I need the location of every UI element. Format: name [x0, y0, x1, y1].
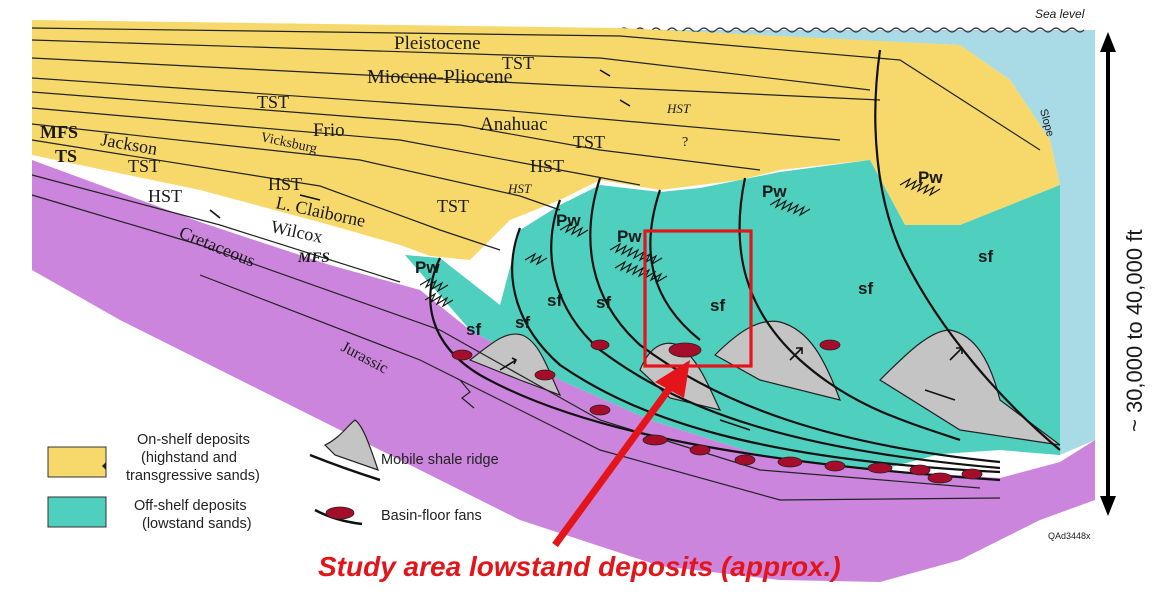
fan — [777, 456, 803, 468]
legend-swatch-on-shelf — [47, 446, 107, 478]
shale-ridge-1 — [468, 333, 562, 397]
tst-label-1: TST — [502, 53, 534, 73]
legend-shale-symbol — [309, 419, 381, 482]
legend-off-shelf-line2: (lowstand sands) — [142, 516, 252, 532]
study-area-arrow — [552, 360, 690, 548]
miocene-pliocene-label: Miocene-Pliocene — [367, 66, 513, 88]
legend-shale-label: Mobile shale ridge — [381, 452, 499, 468]
tst-label-3: TST — [573, 132, 605, 152]
pw-label-4: Pw — [762, 182, 787, 201]
fan — [824, 460, 846, 472]
pleistocene-label: Pleistocene — [394, 33, 481, 54]
fan — [451, 349, 473, 361]
legend-fan-symbol — [314, 506, 363, 526]
strata-lines — [31, 27, 1041, 501]
sf-label-3: sf — [547, 291, 562, 310]
sf-label-7: sf — [978, 247, 993, 266]
tst-label-5: TST — [437, 196, 469, 216]
fan — [819, 339, 841, 351]
legend-on-shelf-line2: (highstand and — [141, 450, 237, 466]
sf-label-4: sf — [596, 293, 611, 312]
fan — [668, 342, 702, 358]
tst-label-2: TST — [257, 92, 289, 112]
hst-label-5: HST — [148, 186, 182, 206]
sf-label-1: sf — [466, 320, 481, 339]
hst-label-4: HST — [507, 181, 532, 196]
fan — [642, 434, 668, 446]
depth-arrow — [1100, 32, 1116, 516]
tst-label-4: TST — [128, 156, 160, 176]
frio-label: Frio — [313, 120, 345, 141]
fan — [689, 444, 711, 456]
hst-label-1: HST — [666, 101, 691, 116]
cretaceous-jurassic-layer — [32, 160, 1095, 582]
study-area-caption: Study area lowstand deposits (approx.) — [318, 551, 841, 582]
fan — [909, 464, 931, 476]
sf-label-6: sf — [858, 279, 873, 298]
pw-label-3: Pw — [617, 227, 642, 246]
hst-label-2: HST — [530, 156, 564, 176]
figure-code: QAd3448x — [1048, 531, 1091, 541]
shale-ridge-4 — [879, 329, 1061, 446]
depth-label: ~ 30,000 to 40,000 ft — [1122, 230, 1147, 432]
legend-fan-label: Basin-floor fans — [381, 508, 482, 524]
interfingering-lines — [419, 177, 941, 308]
sea-surface — [619, 27, 1085, 33]
fan — [534, 369, 556, 381]
question-label: ? — [682, 135, 688, 150]
legend: On-shelf deposits (highstand and transgr… — [47, 419, 499, 532]
sf-label-5: sf — [710, 296, 725, 315]
legend-on-shelf-line3: transgressive sands) — [126, 468, 260, 484]
legend-swatch-off-shelf — [47, 496, 107, 528]
fan — [734, 454, 756, 466]
sf-label-2: sf — [515, 313, 530, 332]
fan — [961, 468, 983, 480]
fan — [590, 339, 610, 351]
anahuac-label: Anahuac — [480, 114, 548, 135]
mfs-label-1: MFS — [40, 122, 78, 142]
mfs-label-2: MFS — [297, 250, 330, 266]
legend-on-shelf-line1: On-shelf deposits — [137, 432, 250, 448]
ts-label: TS — [55, 146, 77, 166]
study-area-box — [643, 229, 753, 368]
fan — [867, 462, 893, 474]
fan — [589, 404, 611, 416]
hst-label-3: HST — [268, 174, 302, 194]
pw-label-1: Pw — [415, 258, 440, 277]
pw-label-2: Pw — [556, 211, 581, 230]
growth-faults — [429, 49, 1061, 482]
pw-label-5: Pw — [918, 168, 943, 187]
sea-level-label: Sea level — [1035, 7, 1085, 21]
basin-floor-fans — [451, 339, 983, 484]
fan — [927, 472, 953, 484]
legend-off-shelf-line1: Off-shelf deposits — [134, 498, 247, 514]
